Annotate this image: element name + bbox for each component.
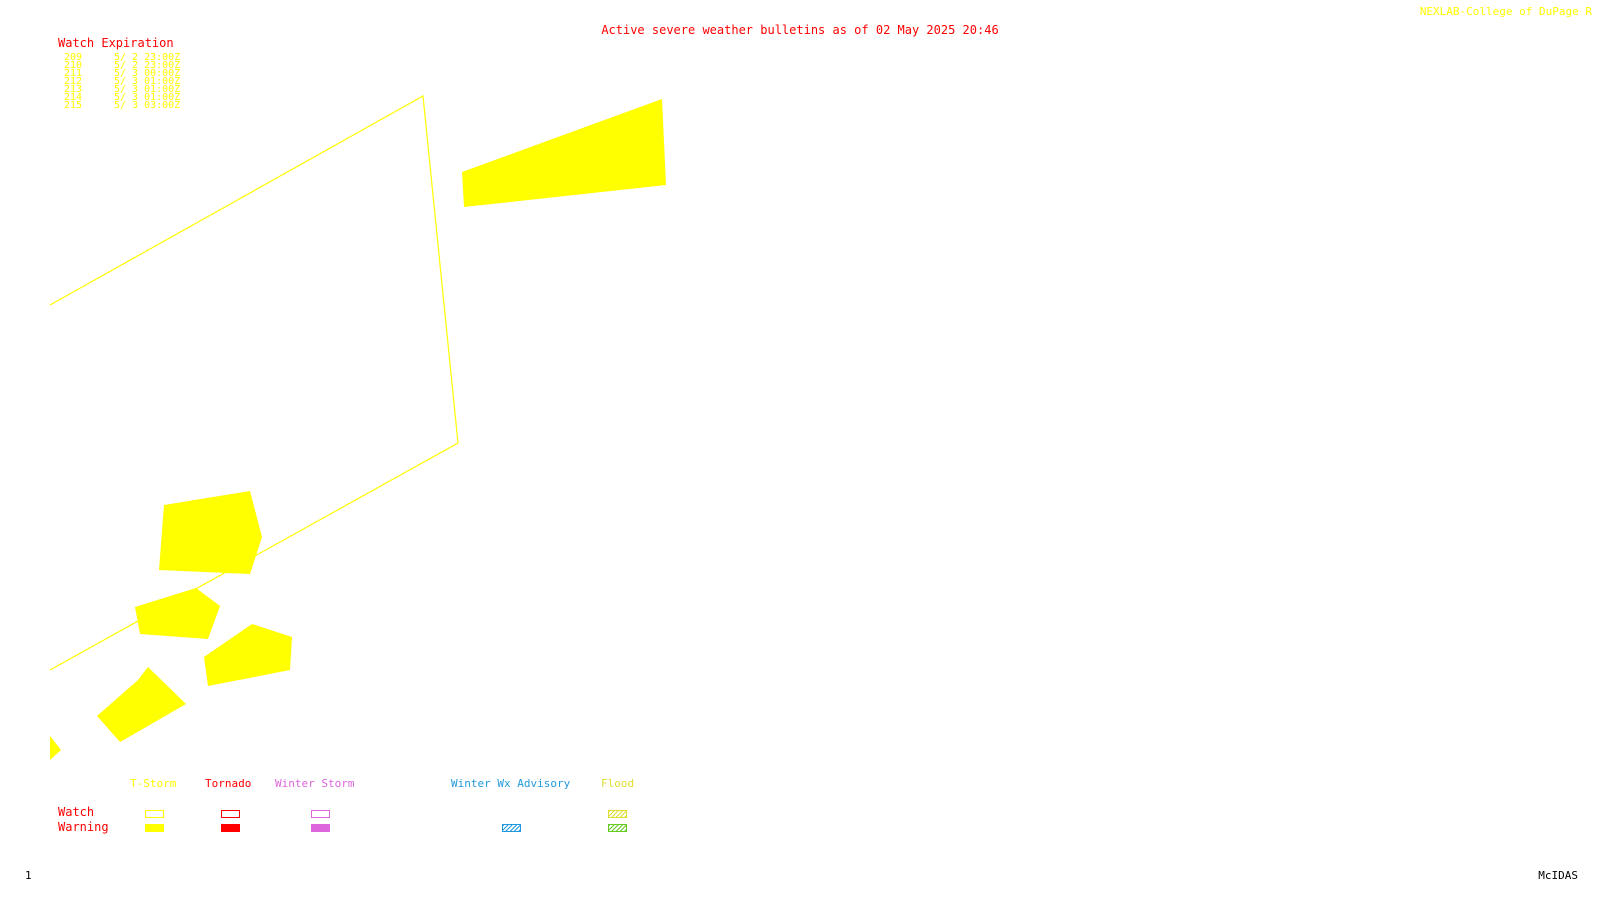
watch-number: 211 xyxy=(64,68,83,79)
tstorm-watch-outline xyxy=(49,95,459,671)
watch-expiration-row: 211 5/ 3 00:00Z xyxy=(64,68,181,79)
tstorm-warning-swatch xyxy=(145,824,164,832)
watch-expiration-row: 209 5/ 2 23:00Z xyxy=(64,52,181,63)
legend-warning-row-label: Warning xyxy=(58,820,109,834)
legend-winter-advisory-label: Winter Wx Advisory xyxy=(451,777,571,790)
tornado-watch-swatch xyxy=(221,810,240,818)
watch-expires: 5/ 3 01:00Z xyxy=(114,84,181,95)
credit-label: NEXLAB-College of DuPage R xyxy=(1419,5,1592,18)
winter-storm-watch-swatch xyxy=(311,810,330,818)
watch-number: 209 xyxy=(64,52,83,63)
watch-expires: 5/ 2 23:00Z xyxy=(114,52,181,63)
watch-expiration-row: 213 5/ 3 01:00Z xyxy=(64,84,181,95)
watch-expiration-row: 212 5/ 3 01:00Z xyxy=(64,76,181,87)
legend-tstorm-label: T-Storm xyxy=(130,777,177,790)
watch-expires: 5/ 3 03:00Z xyxy=(114,100,181,111)
watch-expiration-row: 214 5/ 3 01:00Z xyxy=(64,92,181,103)
flood-warning-swatch xyxy=(608,824,627,832)
tstorm-warning-polygon xyxy=(97,667,186,742)
watch-number: 215 xyxy=(64,100,83,111)
watch-expires: 5/ 3 01:00Z xyxy=(114,92,181,103)
bulletin-title: Active severe weather bulletins as of 02… xyxy=(601,23,999,37)
watch-expiration-row: 215 5/ 3 03:00Z xyxy=(64,100,181,111)
flood-watch-swatch xyxy=(608,810,627,818)
watch-expiration-title: Watch Expiration xyxy=(58,36,174,50)
legend-tornado-label: Tornado xyxy=(205,777,252,790)
legend-flood-label: Flood xyxy=(601,777,635,790)
tornado-warning-swatch xyxy=(221,824,240,832)
watch-expires: 5/ 3 01:00Z xyxy=(114,76,181,87)
watch-expiration-list: 209 5/ 2 23:00Z 210 5/ 2 23:00Z 211 5/ 3 00… xyxy=(64,52,181,111)
watch-number: 210 xyxy=(64,60,83,71)
legend-watch-row-label: Watch xyxy=(58,805,95,819)
watch-expires: 5/ 2 23:00Z xyxy=(114,60,181,71)
tstorm-warning-polygon xyxy=(50,736,61,760)
frame-number: 1 xyxy=(25,869,32,882)
watch-expires: 5/ 3 00:00Z xyxy=(114,68,181,79)
winter-advisory-swatch xyxy=(502,824,521,832)
legend-winter-storm-label: Winter Storm xyxy=(275,777,355,790)
tstorm-warning-polygon xyxy=(159,491,262,574)
software-label: McIDAS xyxy=(1538,869,1578,882)
tstorm-watch-swatch xyxy=(145,810,164,818)
watch-number: 214 xyxy=(64,92,83,103)
watch-number: 213 xyxy=(64,84,83,95)
tstorm-warning-polygon xyxy=(204,624,292,686)
winter-storm-warning-swatch xyxy=(311,824,330,832)
watch-expiration-row: 210 5/ 2 23:00Z xyxy=(64,60,181,71)
watch-number: 212 xyxy=(64,76,83,87)
tstorm-warning-polygon xyxy=(135,588,220,639)
tstorm-warning-polygon xyxy=(462,99,666,207)
